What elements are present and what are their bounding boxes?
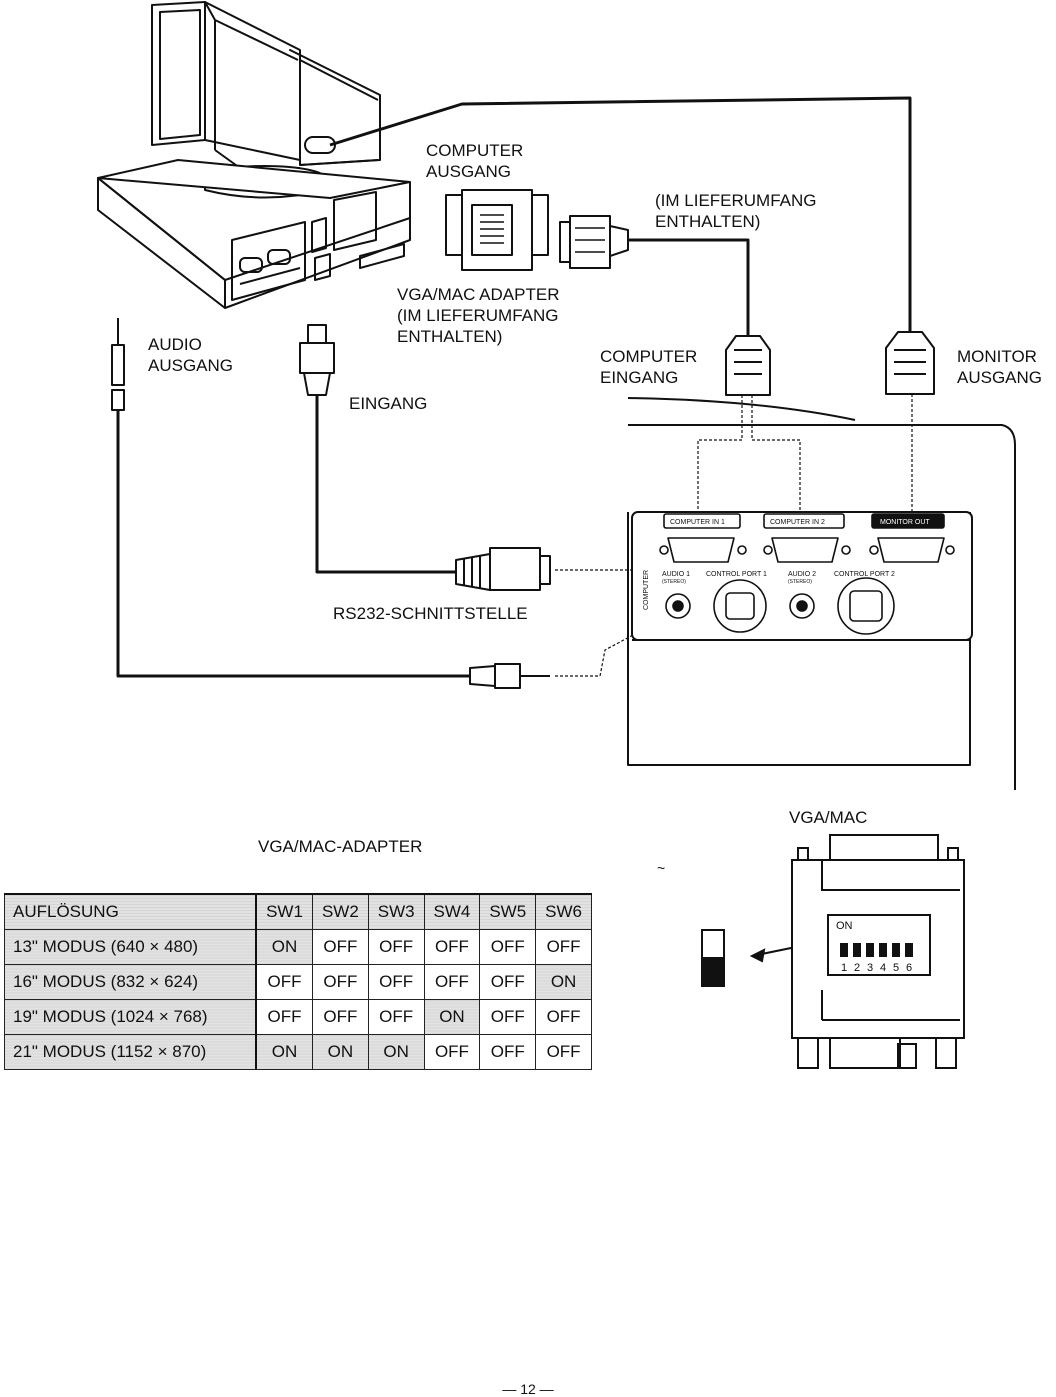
switch-settings-table: AUFLÖSUNG SW1 SW2 SW3 SW4 SW5 SW6 13" MO… [4, 893, 592, 1070]
label-monitor-ausgang: MONITOR AUSGANG [957, 346, 1042, 388]
label-rs232: RS232-SCHNITTSTELLE [333, 604, 528, 623]
panel-label-control-port-2: CONTROL PORT 2 [834, 571, 895, 578]
tilde-mark: ~ [657, 860, 666, 876]
table-cell: OFF [479, 929, 537, 965]
header-cell: SW3 [367, 893, 425, 930]
header-cell: SW4 [423, 893, 481, 930]
table-cell: OFF [423, 964, 481, 1000]
computer-eingang-connector [725, 335, 771, 440]
table-cell: 13" MODUS (640 × 480) [4, 929, 257, 965]
panel-label-computer-in-1: COMPUTER IN 1 [670, 519, 725, 526]
table-cell: OFF [479, 964, 537, 1000]
projector-body-illustration [627, 397, 1016, 790]
switch-number: 1 [841, 962, 847, 974]
label-vga-mac-adapter: VGA/MAC ADAPTER (IM LIEFERUMFANG ENTHALT… [397, 284, 559, 347]
label-line: EINGANG [600, 368, 679, 387]
audio-mini-plug-illustration [469, 609, 681, 689]
table-cell: ON [311, 1034, 369, 1070]
table-cell: OFF [311, 964, 369, 1000]
table-cell: OFF [479, 999, 537, 1035]
label-line: ENTHALTEN) [397, 327, 503, 346]
switch-number: 4 [880, 962, 886, 974]
table-cell: OFF [535, 1034, 592, 1070]
header-cell: AUFLÖSUNG [4, 893, 257, 930]
adapter-detail-illustration: ON 1 2 3 4 5 6 [701, 834, 965, 1069]
table-cell: ON [367, 1034, 425, 1070]
label-line: COMPUTER [600, 347, 698, 366]
label-line: COMPUTER [426, 141, 524, 160]
panel-label-monitor-out: MONITOR OUT [880, 519, 930, 526]
switch-number: 2 [854, 962, 860, 974]
table-cell: OFF [479, 1034, 537, 1070]
panel-label-audio-1-sub: (STEREO) [662, 579, 686, 585]
dip-switches [840, 943, 913, 957]
table-row: 13" MODUS (640 × 480) ON OFF OFF OFF OFF… [4, 929, 592, 965]
eingang-plug-illustration [299, 324, 456, 574]
table-cell: ON [255, 929, 313, 965]
table-cell: OFF [423, 929, 481, 965]
label-eingang: EINGANG [349, 394, 428, 413]
table-cell: OFF [255, 964, 313, 1000]
label-im-lieferumfang-top: (IM LIEFERUMFANG ENTHALTEN) [655, 190, 817, 232]
vga-mac-adapter-illustration [445, 189, 549, 271]
label-line: (IM LIEFERUMFANG [655, 191, 817, 210]
table-cell: ON [255, 1034, 313, 1070]
switch-number: 3 [867, 962, 873, 974]
header-cell: SW1 [255, 893, 313, 930]
label-line: AUSGANG [957, 368, 1043, 387]
panel-connectors [659, 513, 955, 635]
panel-label-audio-1: AUDIO 1 [662, 571, 690, 578]
switch-number: 5 [893, 962, 899, 974]
table-row: 19" MODUS (1024 × 768) OFF OFF OFF ON OF… [4, 999, 592, 1035]
label-line: MONITOR [957, 347, 1037, 366]
label-line: AUDIO [148, 335, 202, 354]
table-cell: 19" MODUS (1024 × 768) [4, 999, 257, 1035]
table-cell: OFF [367, 964, 425, 1000]
adapter-on-label: ON [836, 920, 853, 932]
table-cell: OFF [311, 999, 369, 1035]
panel-label-control-port-1: CONTROL PORT 1 [706, 571, 767, 578]
monitor-illustration [151, 1, 381, 169]
adapter-detail-title: VGA/MAC [789, 808, 868, 827]
panel-label-computer-side: COMPUTER [643, 570, 650, 610]
table-cell: 21" MODUS (1152 × 870) [4, 1034, 257, 1070]
computer-case-illustration [97, 159, 411, 309]
connection-diagram: COMPUTER IN 1 COMPUTER IN 2 MONITOR OUT … [97, 1, 1016, 790]
table-cell: OFF [311, 929, 369, 965]
monitor-ausgang-connector [885, 331, 935, 512]
table-header-row: AUFLÖSUNG SW1 SW2 SW3 SW4 SW5 SW6 [4, 893, 592, 930]
header-cell: SW6 [535, 893, 592, 930]
page-number: — 12 — [502, 1381, 554, 1397]
table-cell: OFF [367, 999, 425, 1035]
label-line: AUSGANG [426, 162, 512, 181]
vga-plug-illustration [559, 215, 629, 269]
label-line: ENTHALTEN) [655, 212, 761, 231]
audio-plug-illustration [111, 318, 470, 678]
panel-label-computer-in-2: COMPUTER IN 2 [770, 519, 825, 526]
label-computer-eingang: COMPUTER EINGANG [600, 346, 697, 388]
label-line: (IM LIEFERUMFANG [397, 306, 559, 325]
panel-label-audio-2-sub: (STEREO) [788, 579, 812, 585]
label-line: VGA/MAC ADAPTER [397, 285, 560, 304]
table-cell: OFF [423, 1034, 481, 1070]
table-title: VGA/MAC-ADAPTER [258, 837, 423, 856]
table-cell: OFF [367, 929, 425, 965]
table-cell: OFF [535, 999, 592, 1035]
table-cell: ON [535, 964, 592, 1000]
table-cell: OFF [535, 929, 592, 965]
table-row: 21" MODUS (1152 × 870) ON ON ON OFF OFF … [4, 1034, 592, 1070]
label-computer-ausgang: COMPUTER AUSGANG [426, 140, 523, 182]
switch-number: 6 [906, 962, 912, 974]
label-audio-ausgang: AUDIO AUSGANG [148, 334, 233, 376]
header-cell: SW5 [479, 893, 537, 930]
label-line: AUSGANG [148, 356, 234, 375]
table-cell: ON [423, 999, 481, 1035]
panel-label-audio-2: AUDIO 2 [788, 571, 816, 578]
table-cell: 16" MODUS (832 × 624) [4, 964, 257, 1000]
table-row: 16" MODUS (832 × 624) OFF OFF OFF OFF OF… [4, 964, 592, 1000]
header-cell: SW2 [311, 893, 369, 930]
table-cell: OFF [255, 999, 313, 1035]
